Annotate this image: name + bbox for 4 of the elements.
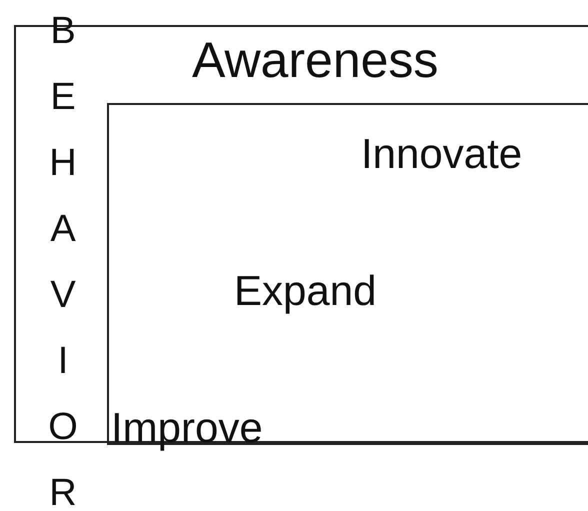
level-label: Improve	[111, 407, 263, 449]
level-label: Innovate	[361, 133, 522, 175]
level-label: Expand	[234, 270, 376, 312]
frame-title: Awareness	[192, 35, 438, 85]
